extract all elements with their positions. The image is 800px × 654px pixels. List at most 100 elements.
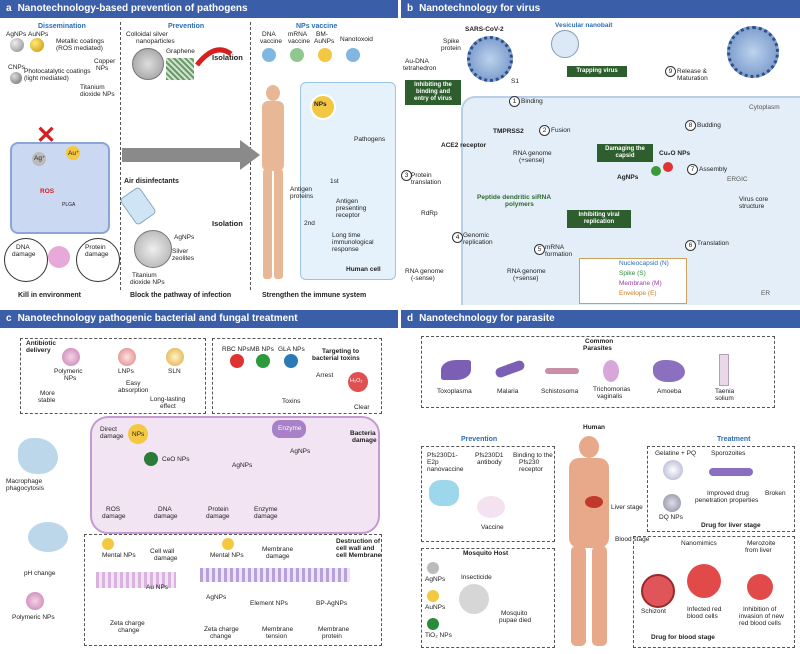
antigen-proteins-label: Antigen <box>290 186 313 193</box>
graphene-label: Graphene <box>166 48 195 55</box>
agnps-b-label: AgNPs <box>617 174 639 181</box>
toxins-label: Toxins <box>282 398 301 405</box>
binding-d-label: Binding to the <box>513 452 553 459</box>
isolation-label-1: Isolation <box>212 53 243 62</box>
titanium2-label: Titanium <box>132 272 157 279</box>
toxin-box <box>212 338 382 414</box>
lnp-particle <box>118 348 136 366</box>
protein-translation-label: Protein <box>411 172 432 179</box>
binding-d-label2: Pfs230 <box>519 459 540 466</box>
amoeba-shape <box>653 360 685 382</box>
element-label: Element NPs <box>250 600 288 607</box>
direct-label: Direct <box>100 426 117 433</box>
ph-change-label: pH change <box>24 570 56 577</box>
easy-label2: absorption <box>118 387 149 394</box>
mosquito-died-label2: pupae died <box>499 617 532 624</box>
infected-label: Infected red <box>687 606 722 613</box>
nucleocapsid-label: Nucleocapsid (N) <box>619 260 669 267</box>
aunps-sphere <box>30 38 44 52</box>
liver-drug-label: Drug for liver stage <box>701 522 761 529</box>
enzyme-shape <box>272 420 306 438</box>
inhibiting-viral-box: Inhibiting viral replication <box>567 210 631 228</box>
schistosoma-label: Schistosoma <box>541 388 579 395</box>
improved-label2: penetration properties <box>695 497 759 504</box>
dioxide2-label: dioxide NPs <box>130 279 165 286</box>
antibiotic-label: Antibiotic <box>26 340 56 347</box>
destruction-label: Destruction of <box>336 538 381 545</box>
dna-damage-label2: damage <box>12 251 36 258</box>
malaria-label: Malaria <box>497 388 519 395</box>
mb-label: MB NPs <box>250 346 274 353</box>
ag-ion <box>32 152 46 166</box>
vaccine-np-2 <box>290 48 304 62</box>
new-rbc <box>747 574 773 600</box>
targeting-label: Targeting to <box>322 348 360 355</box>
aunps-label: AuNPs <box>28 31 49 38</box>
mental-np-1 <box>102 538 114 550</box>
lnps-label: LNPs <box>118 368 134 375</box>
step-6: 6 <box>685 240 696 251</box>
taenia-shape <box>719 354 729 386</box>
membrane-layer <box>200 568 350 582</box>
step-8: 8 <box>685 120 696 131</box>
strengthen-caption: Strengthen the immune system <box>262 292 367 299</box>
step-7: 7 <box>687 164 698 175</box>
ros-mediated-label: (ROS mediated) <box>56 45 103 52</box>
rdrp-label: RdRp <box>421 210 438 217</box>
long-time-label3: response <box>332 246 359 253</box>
amoeba-label: Amoeba <box>657 388 682 395</box>
agnps-circle-2 <box>134 230 172 268</box>
block-caption: Block the pathway of infection <box>130 292 232 299</box>
pfs-ab-label2: antibody <box>477 459 502 466</box>
silver-label: Silver <box>172 248 189 255</box>
vaccine-box <box>421 446 555 542</box>
red-x-icon: ✕ <box>36 122 57 149</box>
vesicular-label: Vesicular nanobait <box>555 22 613 29</box>
ceo-label: CeO NPs <box>162 456 190 463</box>
blood-drug-box <box>633 536 795 648</box>
sln-label: SLN <box>168 368 181 375</box>
structural-proteins-legend <box>579 258 687 304</box>
mental2-label: Mental NPs <box>210 552 244 559</box>
trapping-virus-box: Trapping virus <box>567 66 627 77</box>
merozoite-label2: from liver <box>745 547 772 554</box>
prevention-d-label: Prevention <box>461 436 498 443</box>
polymeric-np <box>62 348 80 366</box>
rna-pos-label2: (+sense) <box>519 157 545 164</box>
pathogens-label: Pathogens <box>354 136 386 143</box>
enzyme-c-label: Enzyme <box>254 506 278 513</box>
rbc-label: RBC NPs <box>222 346 250 353</box>
ag-ion-label: Ag⁺ <box>34 155 46 162</box>
protein-damage-circle <box>76 238 120 282</box>
liver-stage-label: Liver stage <box>611 504 643 511</box>
nps-vaccine-heading: NPs vaccine <box>296 23 338 30</box>
ros-damage-label2: damage <box>102 513 126 520</box>
damaging-capsid-box: Damaging the capsid <box>597 144 653 162</box>
agnps-d-label: AgNPs <box>425 576 446 583</box>
cnps-sphere <box>10 72 22 84</box>
step-1: 1 <box>509 96 520 107</box>
protein-translation-label2: translation <box>411 179 441 186</box>
mrna-formation-label2: formation <box>545 251 573 258</box>
dna-damage-circle <box>4 238 48 282</box>
inhibition-label3: red blood cells <box>739 620 781 627</box>
copper-nps-label: Copper <box>94 58 116 65</box>
nanovaccine-blob <box>429 480 459 506</box>
dioxide-label: dioxide NPs <box>80 91 115 98</box>
binding-label: Binding <box>521 98 543 105</box>
ros-label: ROS <box>40 188 55 195</box>
spike-protein-label: Spike <box>443 38 460 45</box>
virus-core-label2: structure <box>739 203 765 210</box>
mb-np <box>256 354 270 368</box>
treatment-label: Treatment <box>717 436 751 443</box>
rna-pos-label: RNA genome <box>513 150 552 157</box>
virus-core-label: Virus core <box>739 196 769 203</box>
inhibition-label: Inhibition of <box>743 606 777 613</box>
au-ion <box>66 146 80 160</box>
insecticide-label: Insecticide <box>461 574 492 581</box>
gelatine-label: Gelatine + PQ <box>655 450 697 457</box>
macrophage-label2: phagocytosis <box>6 485 44 492</box>
spike-s-label: Spike (S) <box>619 270 646 277</box>
